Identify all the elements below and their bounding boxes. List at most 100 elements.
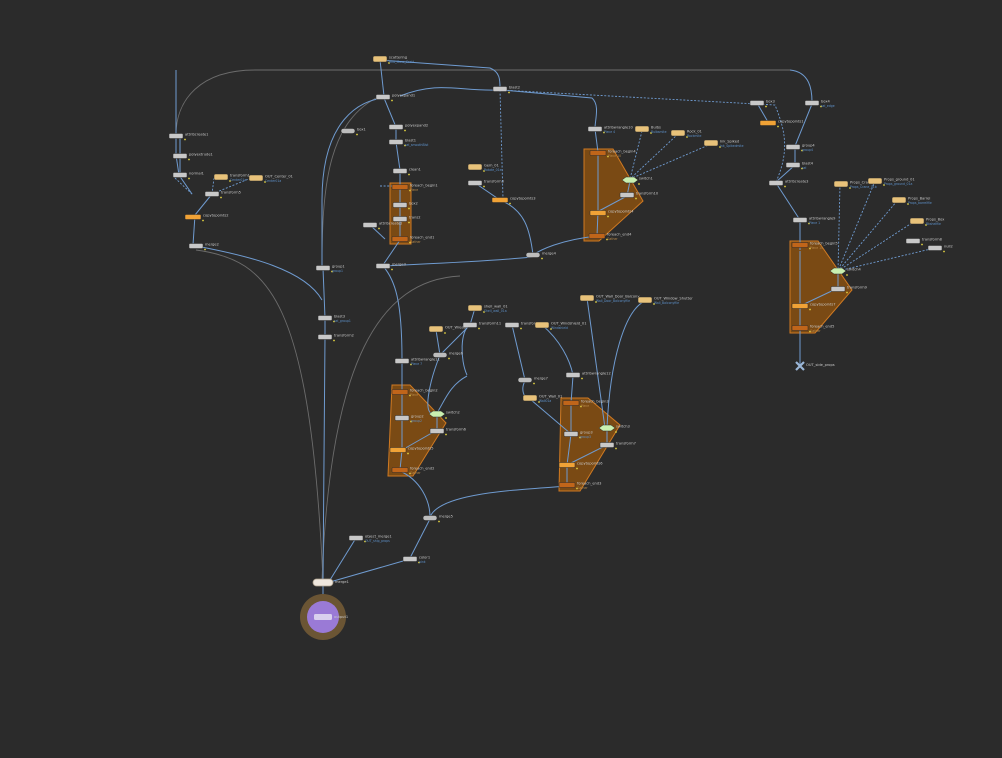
node-copytopoints3[interactable]: copytopoints3	[491, 197, 536, 205]
node-merge4[interactable]: merge4	[525, 252, 557, 260]
node-body[interactable]	[428, 410, 446, 418]
loop-block-4[interactable]	[583, 148, 644, 242]
node-body[interactable]	[525, 252, 541, 258]
node-body[interactable]	[927, 245, 943, 251]
out-props-node[interactable]: OUT_side_props	[795, 361, 835, 371]
node-box3[interactable]: box3	[749, 100, 775, 108]
node-body[interactable]	[317, 315, 333, 321]
node-attribwrangle12[interactable]: attribwrangle12	[565, 372, 611, 380]
node-body[interactable]	[317, 334, 333, 340]
node-trans2[interactable]: trans2	[392, 216, 421, 224]
node-body[interactable]	[428, 325, 444, 333]
node-copytopoints2[interactable]: copytopoints2	[184, 214, 229, 222]
node-body[interactable]	[492, 86, 508, 92]
cross-icon[interactable]	[795, 361, 805, 371]
node-switch4[interactable]: switch4	[829, 268, 861, 276]
node-body[interactable]	[563, 431, 579, 437]
node-body[interactable]	[375, 94, 391, 100]
merge1-node[interactable]: merge1	[312, 578, 349, 587]
node-transform3[interactable]: transform3	[467, 180, 504, 188]
node-body[interactable]	[391, 467, 409, 473]
node-box2[interactable]: box2	[392, 202, 418, 210]
node-body[interactable]	[391, 389, 409, 395]
node-body[interactable]	[791, 325, 809, 331]
node-body[interactable]	[785, 144, 801, 150]
node-body[interactable]	[422, 515, 438, 521]
node-transform10[interactable]: transform10	[619, 192, 659, 200]
node-body[interactable]	[391, 236, 409, 242]
node-body[interactable]	[749, 100, 765, 106]
node-body[interactable]	[491, 197, 509, 203]
node-body[interactable]	[392, 168, 408, 174]
node-body[interactable]	[637, 296, 653, 304]
node-body[interactable]	[432, 352, 448, 358]
node-body[interactable]	[389, 447, 407, 453]
node-merge5[interactable]: merge5	[422, 515, 453, 523]
node-polyexpand2[interactable]: polyexpand2	[388, 124, 428, 132]
node-merge6[interactable]: merge6	[432, 352, 464, 360]
node-body[interactable]	[565, 372, 581, 378]
node-body[interactable]	[391, 184, 409, 190]
node-body[interactable]	[375, 263, 391, 269]
node-body[interactable]	[562, 400, 580, 406]
node-body[interactable]	[791, 303, 809, 309]
node-transform9[interactable]: transform9	[830, 286, 868, 294]
node-body[interactable]	[372, 55, 388, 63]
node-body[interactable]	[168, 133, 184, 139]
node-body[interactable]	[429, 428, 445, 434]
node-transform12[interactable]: transform12	[504, 322, 543, 330]
node-body[interactable]	[703, 139, 719, 147]
node-switch3[interactable]: switch3	[598, 424, 630, 433]
node-body[interactable]	[619, 192, 635, 198]
node-out-wreath[interactable]: OUT_Wreath	[428, 325, 467, 334]
node-body[interactable]	[467, 180, 483, 186]
node-body[interactable]	[804, 100, 820, 106]
node-body[interactable]	[833, 180, 849, 188]
node-body[interactable]	[768, 180, 784, 186]
node-body[interactable]	[867, 177, 883, 185]
node-switch2[interactable]: switch2	[428, 410, 460, 419]
node-body[interactable]	[184, 214, 202, 220]
node-box1[interactable]: box1	[340, 128, 366, 136]
node-blast2[interactable]: blast2	[492, 86, 520, 94]
output-node-body[interactable]	[314, 614, 332, 620]
node-body[interactable]	[315, 265, 331, 271]
node-null2[interactable]: null2	[927, 245, 953, 253]
node-transform5[interactable]: transform5	[204, 191, 241, 199]
node-body[interactable]	[621, 176, 639, 184]
node-body[interactable]	[248, 174, 264, 182]
node-transform11[interactable]: transform11	[462, 322, 501, 330]
node-body[interactable]	[392, 216, 408, 222]
node-copytopoints6[interactable]: copytopoints6	[558, 462, 603, 470]
node-body[interactable]	[589, 150, 607, 156]
node-body[interactable]	[388, 139, 404, 145]
node-attribcreate3[interactable]: attribcreate3	[768, 180, 808, 188]
node-body[interactable]	[830, 286, 846, 292]
node-merge2[interactable]: merge2	[188, 243, 219, 251]
node-copytopoints1[interactable]: copytopoints1	[759, 120, 804, 128]
node-body[interactable]	[462, 322, 478, 328]
node-body[interactable]	[534, 321, 550, 329]
node-body[interactable]	[598, 424, 616, 432]
node-attribcreate1[interactable]: attribcreate1	[168, 133, 208, 141]
